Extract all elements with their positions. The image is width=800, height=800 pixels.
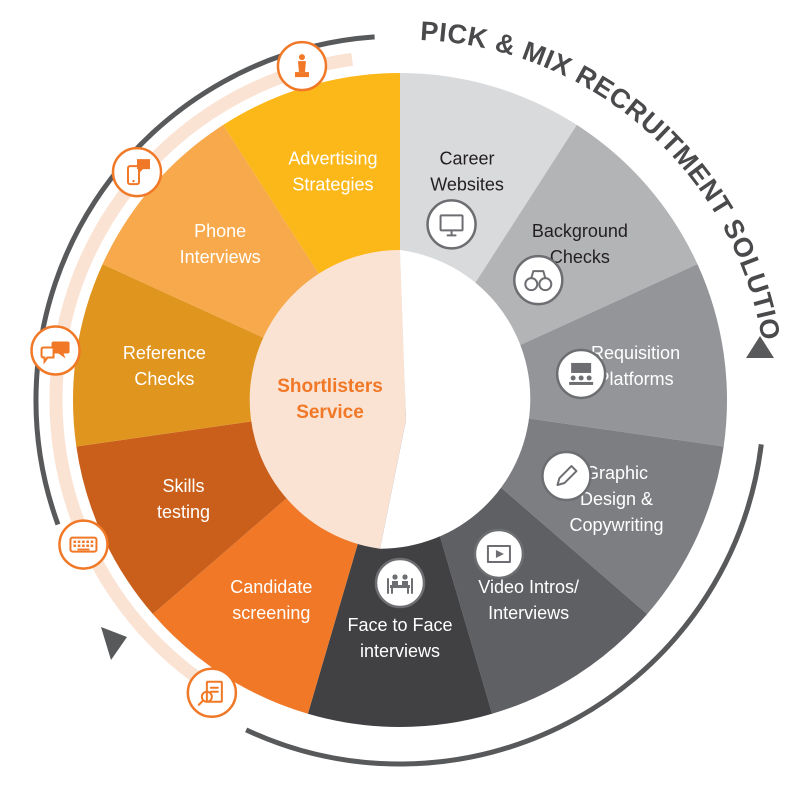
segment-label-line: Skills — [162, 476, 204, 496]
handcuffs-icon — [513, 254, 564, 306]
segment-label-video-intros: Video Intros/Interviews — [478, 577, 579, 623]
meeting-icon — [374, 557, 426, 609]
presentation-icon — [555, 348, 607, 400]
center-label-line: Service — [296, 402, 364, 423]
segment-label-line: Strategies — [292, 175, 373, 195]
segment-label-line: Face to Face — [347, 615, 452, 635]
segment-label-line: Advertising — [288, 149, 377, 169]
left-arrow-arc — [33, 34, 375, 526]
right-arrowhead — [746, 336, 774, 358]
segment-label-line: Platforms — [598, 369, 674, 389]
segment-label-line: Video Intros/ — [478, 577, 579, 597]
monitor-icon — [426, 199, 477, 250]
segment-icons — [30, 40, 607, 719]
segment-label-line: Requisition — [591, 343, 680, 363]
phone-chat-icon — [111, 146, 163, 198]
segment-label-candidate-screening: Candidate screening — [230, 577, 312, 623]
right-arrow-arc — [245, 444, 764, 767]
segment-label-line: Background — [532, 221, 628, 241]
segment-label-line: Reference — [123, 343, 206, 363]
segment-label-line: Interviews — [180, 247, 261, 267]
center-hub-right — [380, 250, 531, 549]
pencil-icon — [541, 450, 592, 502]
center-hub-left — [249, 249, 406, 549]
chess-piece-icon — [276, 40, 328, 92]
segment-label-line: Copywriting — [569, 515, 663, 535]
segment-label-line: Design & — [580, 489, 653, 509]
segment-label-line: Phone — [194, 221, 246, 241]
segment-label-line: testing — [157, 502, 210, 522]
segment-label-line: Career — [440, 149, 495, 169]
segment-label-line: Websites — [430, 175, 504, 195]
segment-label-line: Checks — [550, 247, 610, 267]
segment-label-line: Interviews — [488, 603, 569, 623]
speech-bubbles-icon — [30, 325, 81, 376]
video-icon — [473, 528, 525, 580]
segment-label-face-to-face: Face to Face interviews — [347, 615, 452, 661]
segment-label-line: Candidate — [230, 577, 312, 597]
segment-label-line: interviews — [360, 641, 440, 661]
segment-label-line: Graphic — [585, 463, 648, 483]
segment-label-line: Checks — [134, 369, 194, 389]
pale-orange-arc — [49, 52, 354, 694]
left-arrowhead — [101, 627, 127, 660]
center-label-line: Shortlisters — [277, 376, 383, 397]
segment-label-skills-testing: Skills testing — [157, 476, 210, 522]
document-search-icon — [186, 667, 238, 719]
outer-ring-decor — [33, 34, 774, 767]
segment-label-line: screening — [232, 603, 310, 623]
keyboard-icon — [58, 519, 109, 570]
